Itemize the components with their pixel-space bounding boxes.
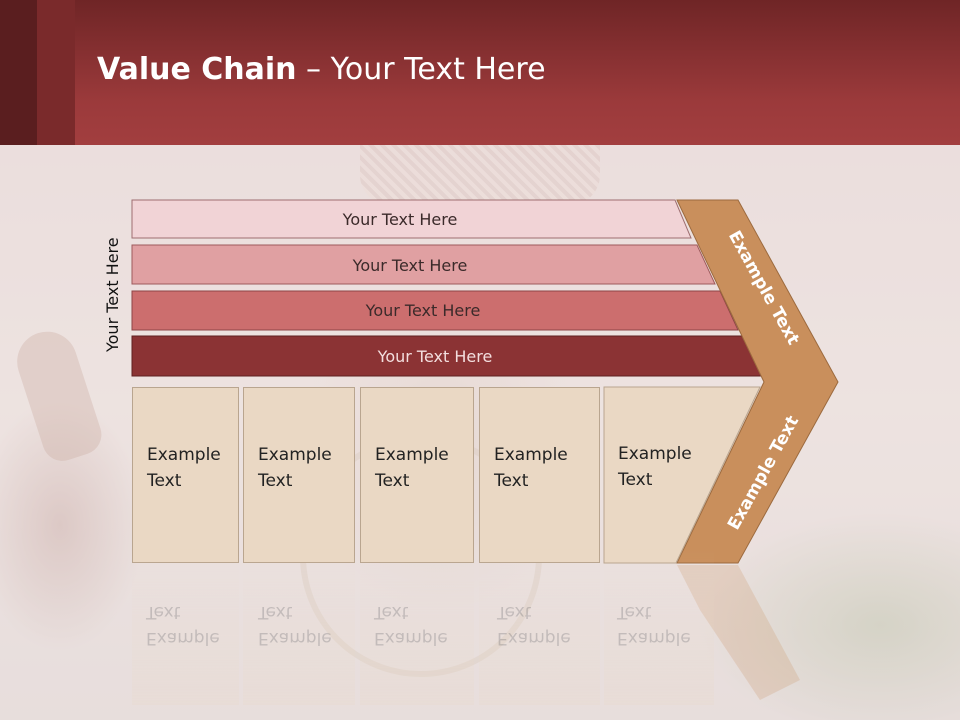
bar-1[interactable]: Your Text Here [132, 200, 692, 238]
activity-box-2[interactable]: Example Text [243, 387, 355, 563]
title-bold: Value Chain [97, 52, 297, 87]
vertical-label[interactable]: Your Text Here [103, 237, 122, 352]
bar-label: Your Text Here [377, 346, 493, 366]
header-strip [37, 0, 75, 145]
bar-label: Your Text Here [365, 300, 481, 320]
title-bar: Value Chain – Your Text Here [0, 0, 960, 145]
box-text-line2: Text [375, 471, 410, 491]
box-text-line1: Example [618, 444, 692, 464]
bar-shape-3[interactable] [131, 290, 739, 331]
box-text-line1: Example [147, 445, 221, 465]
box-text-line2: Text [494, 471, 529, 491]
bar-4[interactable]: Your Text Here [132, 337, 762, 375]
box-text-line1: Example [494, 445, 568, 465]
bar-2[interactable]: Your Text Here [132, 246, 712, 284]
chevron-shape[interactable] [676, 199, 839, 564]
bar-3[interactable]: Your Text Here [132, 291, 738, 329]
bar-shape-1[interactable] [131, 199, 692, 239]
title-rest: – Your Text Here [296, 52, 546, 87]
activity-box-1[interactable]: Example Text [132, 387, 239, 563]
box-shape-5 [603, 386, 761, 564]
box-text-line2: Text [147, 471, 182, 491]
bar-shape-2[interactable] [131, 244, 716, 285]
box-text-line1: Example [375, 445, 449, 465]
chevron-reflection [677, 565, 800, 700]
bar-label: Your Text Here [352, 255, 468, 275]
header-strip [0, 0, 37, 145]
activity-box-5[interactable]: Example Text [604, 387, 724, 563]
activity-box-4[interactable]: Example Text [479, 387, 600, 563]
box-text-line2: Text [258, 471, 293, 491]
box-text-line2: Text [618, 470, 653, 490]
slide-title[interactable]: Value Chain – Your Text Here [97, 52, 546, 87]
bar-label: Your Text Here [342, 209, 458, 229]
box-text-line1: Example [258, 445, 332, 465]
activity-box-3[interactable]: Example Text [360, 387, 474, 563]
basket-shape [360, 145, 600, 205]
